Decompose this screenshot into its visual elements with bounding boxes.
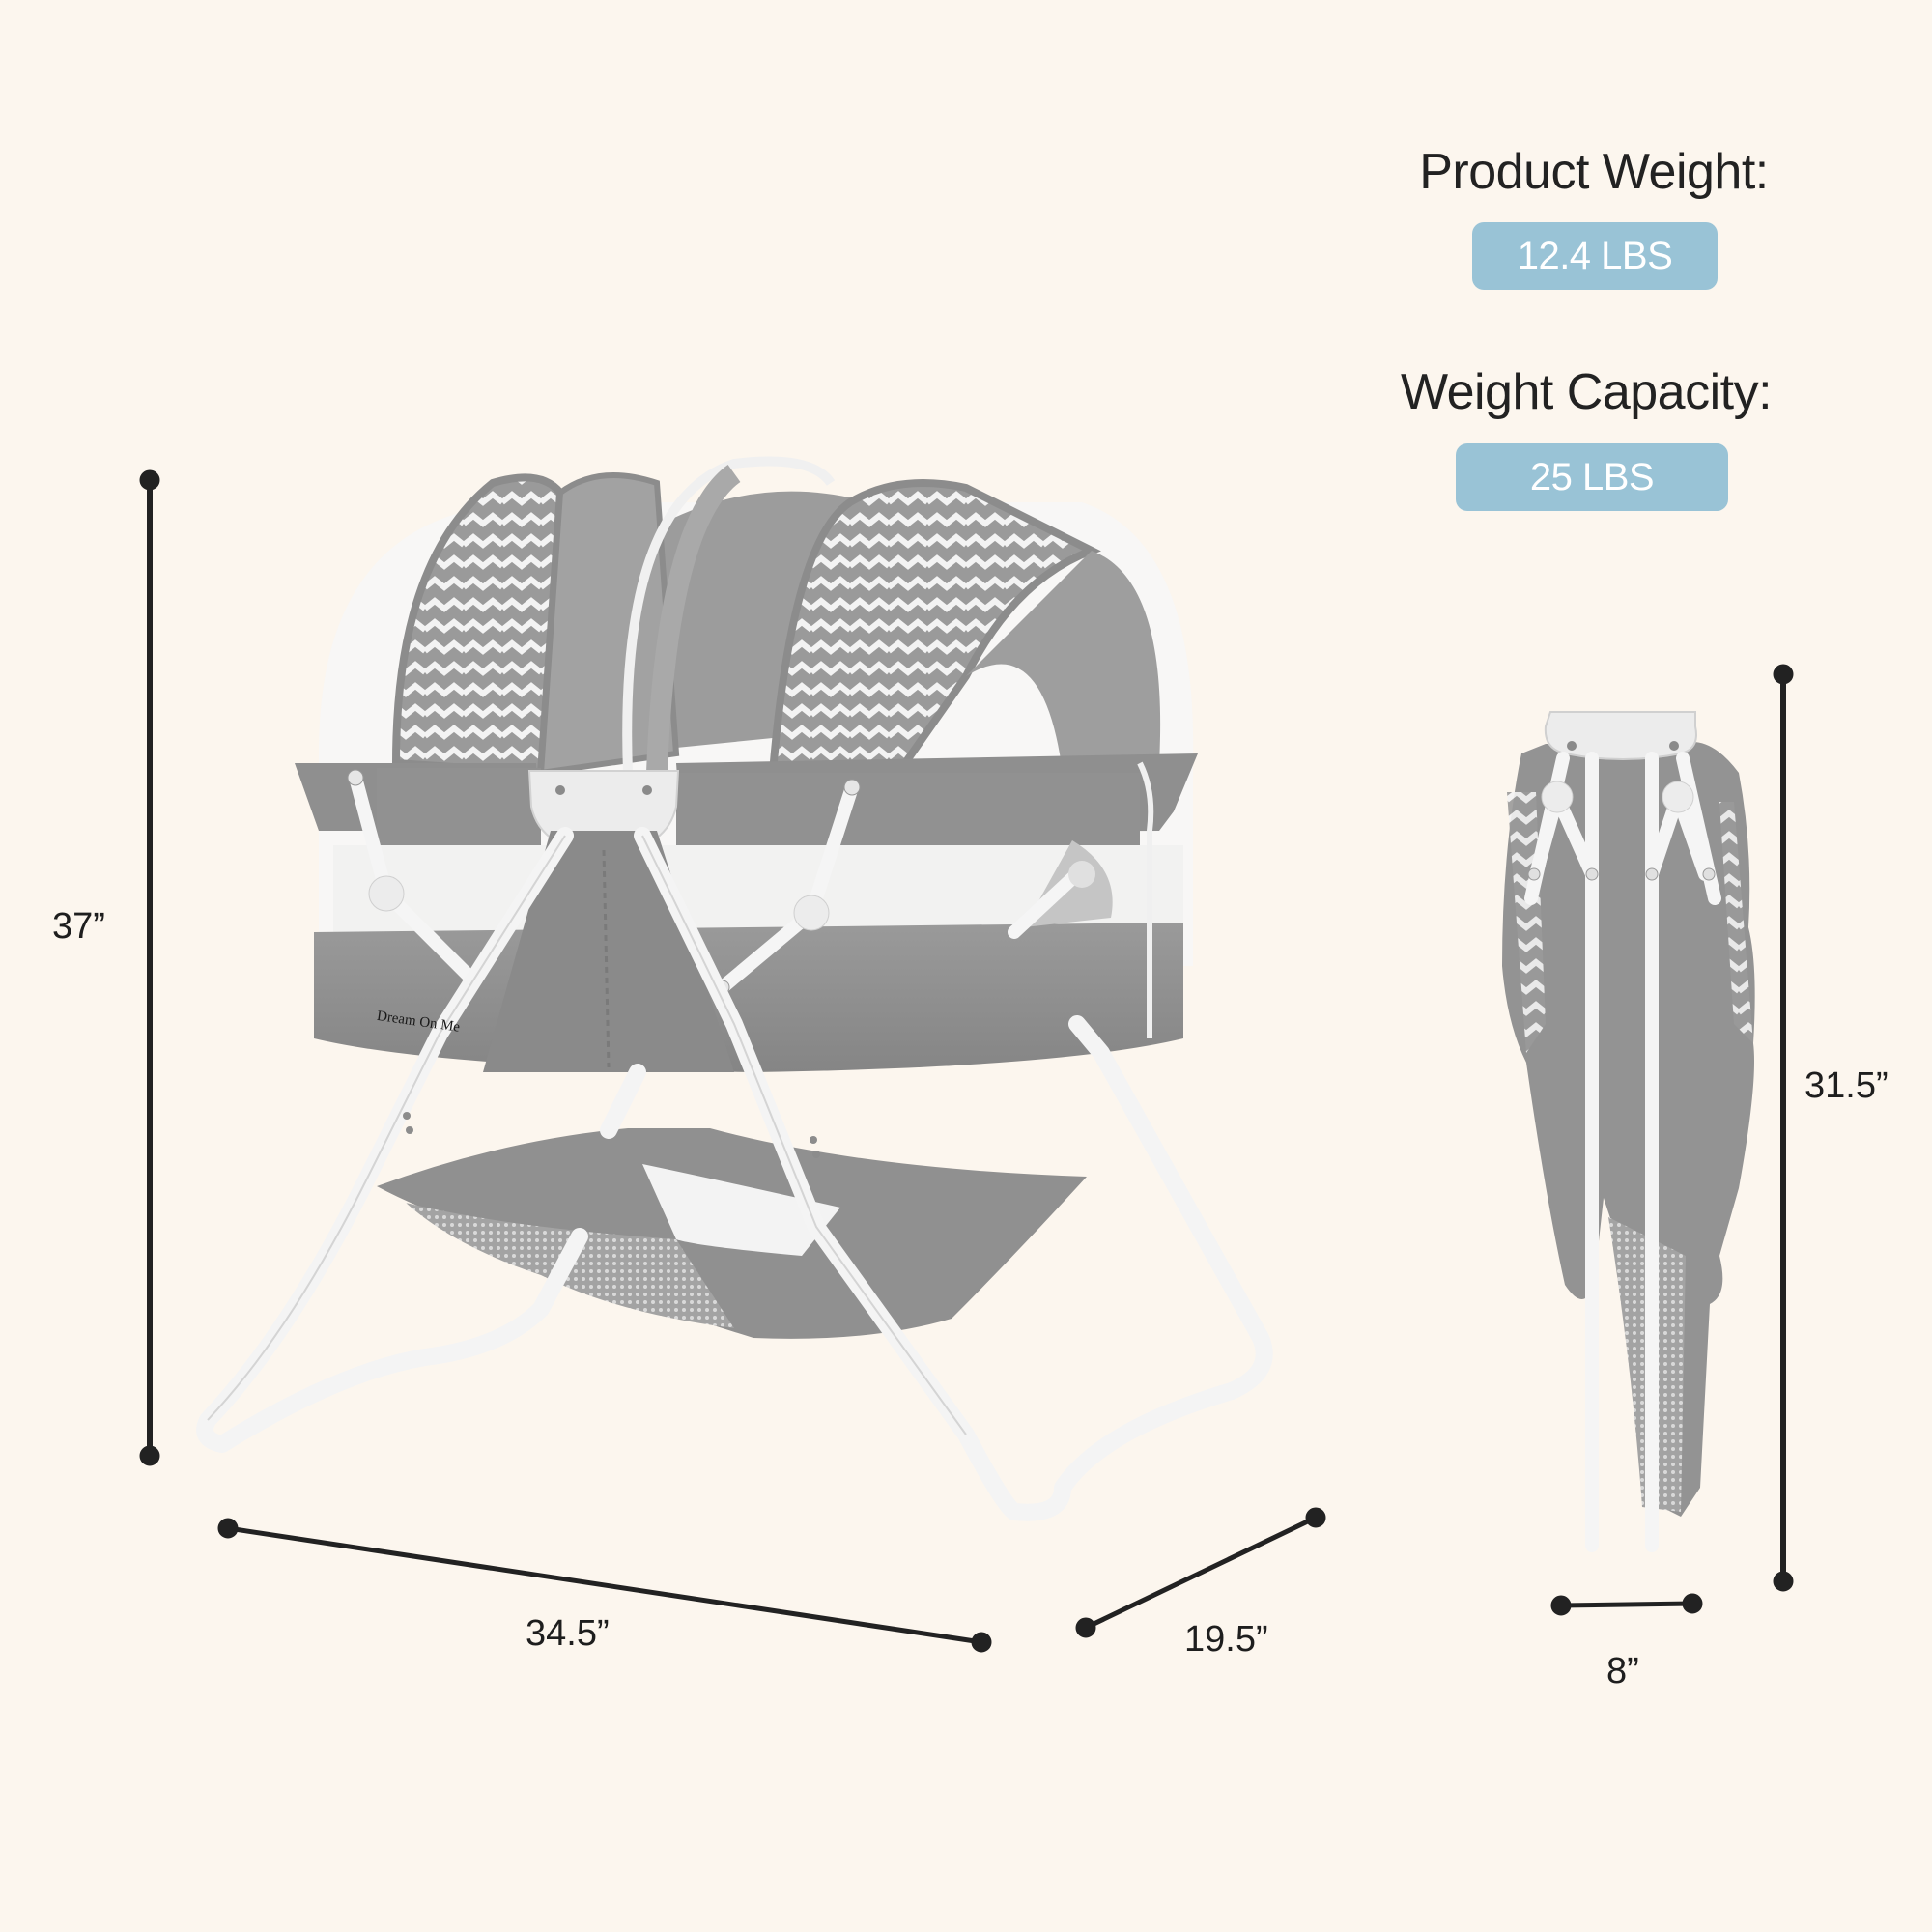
assembled-height-label: 37”	[52, 906, 105, 947]
folded-bassinet	[1502, 711, 1755, 1552]
assembled-bassinet	[196, 456, 1273, 1521]
product-weight-badge: 12.4 LBS	[1472, 222, 1718, 290]
dimension-lines	[139, 469, 1794, 1653]
weight-capacity-label: Weight Capacity:	[1400, 364, 1773, 420]
folded-width-label: 8”	[1606, 1651, 1639, 1691]
assembled-length-label: 34.5”	[526, 1613, 610, 1654]
product-weight-label: Product Weight:	[1419, 144, 1769, 200]
assembled-width-label: 19.5”	[1184, 1619, 1268, 1660]
weight-capacity-badge: 25 LBS	[1456, 443, 1728, 511]
folded-height-label: 31.5”	[1804, 1065, 1889, 1106]
